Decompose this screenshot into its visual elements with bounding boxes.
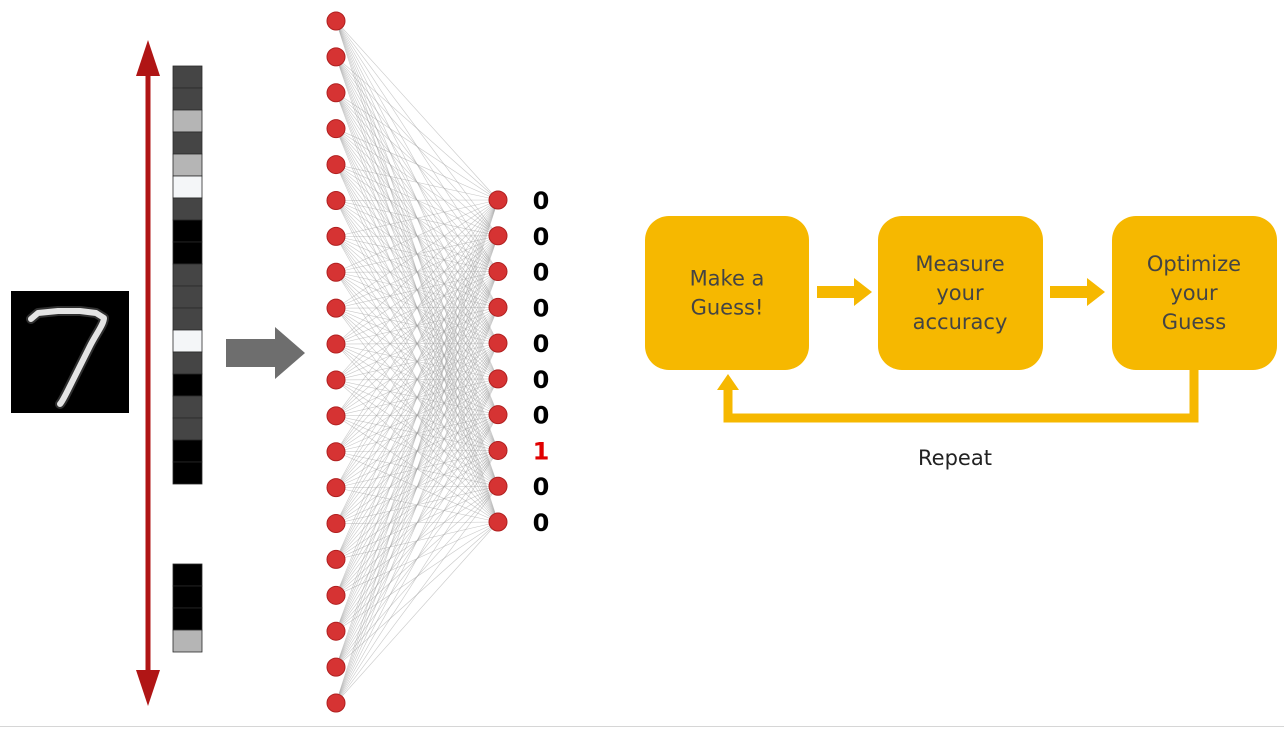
- output-labels: 0 0 0 0 0 0 0 1 0 0: [533, 187, 550, 537]
- output-node: [489, 513, 507, 531]
- input-node: [327, 622, 345, 640]
- flow-arrow-measure-to-optimize: [1050, 278, 1105, 306]
- output-label: 1: [533, 437, 550, 465]
- input-node: [327, 335, 345, 353]
- network-edges: [336, 21, 498, 703]
- output-node: [489, 298, 507, 316]
- input-layer: [327, 12, 345, 712]
- output-label: 0: [533, 294, 550, 322]
- vector-cell: [173, 586, 202, 608]
- output-label: 0: [533, 223, 550, 251]
- vector-cell: [173, 154, 202, 176]
- flow-arrow-guess-to-measure: [817, 278, 872, 306]
- output-layer: [489, 191, 507, 531]
- output-node: [489, 334, 507, 352]
- double-headed-arrow-icon: [136, 40, 160, 706]
- input-node: [327, 84, 345, 102]
- vector-cell: [173, 132, 202, 154]
- repeat-loop-arrow-head: [717, 374, 739, 390]
- network-edge: [336, 415, 498, 703]
- output-node: [489, 406, 507, 424]
- vector-cell: [173, 630, 202, 652]
- repeat-loop-arrow: [728, 370, 1194, 418]
- network-edge: [336, 200, 498, 667]
- output-node: [489, 191, 507, 209]
- flow-box-text-line: your: [936, 281, 984, 305]
- output-label: 0: [533, 402, 550, 430]
- dimension-arrow-head-bottom: [136, 670, 160, 706]
- vector-cell: [173, 88, 202, 110]
- vector-cell: [173, 66, 202, 88]
- vector-cell: [173, 440, 202, 462]
- input-vector-bottom: [173, 564, 202, 652]
- input-node: [327, 12, 345, 30]
- vector-cell: [173, 608, 202, 630]
- input-node: [327, 299, 345, 317]
- output-label: 0: [533, 366, 550, 394]
- vector-cell: [173, 242, 202, 264]
- flow-diagram: Make a Guess! Measure your accuracy Optimiz…: [645, 216, 1277, 470]
- flow-box-text-line: Optimize: [1147, 252, 1241, 276]
- flow-box-text-line: Measure: [915, 252, 1004, 276]
- input-node: [327, 694, 345, 712]
- input-node: [327, 443, 345, 461]
- output-label: 0: [533, 187, 550, 215]
- output-node: [489, 441, 507, 459]
- vector-cell: [173, 396, 202, 418]
- network-edge: [336, 236, 498, 703]
- input-vector-top: [173, 66, 202, 484]
- network-edge: [336, 57, 498, 200]
- right-arrow-icon: [226, 327, 305, 379]
- output-node: [489, 227, 507, 245]
- output-label: 0: [533, 330, 550, 358]
- input-node: [327, 120, 345, 138]
- network-edge: [336, 129, 498, 200]
- output-label: 0: [533, 259, 550, 287]
- vector-cell: [173, 330, 202, 352]
- output-node: [489, 263, 507, 281]
- vector-cell: [173, 308, 202, 330]
- flow-box-text-line: your: [1170, 281, 1218, 305]
- output-label: 0: [533, 473, 550, 501]
- input-node: [327, 227, 345, 245]
- output-node: [489, 370, 507, 388]
- input-node: [327, 191, 345, 209]
- input-node: [327, 371, 345, 389]
- vector-cell: [173, 374, 202, 396]
- vector-cell: [173, 462, 202, 484]
- bottom-divider: [0, 726, 1284, 727]
- network-edge: [336, 486, 498, 703]
- vector-cell: [173, 286, 202, 308]
- repeat-label: Repeat: [918, 446, 992, 470]
- flow-box-make-guess: [645, 216, 809, 370]
- flow-box-text-line: Guess: [1162, 310, 1226, 334]
- flow-box-text-line: accuracy: [913, 310, 1008, 334]
- input-node: [327, 586, 345, 604]
- vector-cell: [173, 418, 202, 440]
- input-node: [327, 156, 345, 174]
- dimension-arrow-head-top: [136, 40, 160, 76]
- vector-cell: [173, 176, 202, 198]
- flow-box-text-line: Make a: [690, 267, 765, 291]
- digit-image: [11, 291, 129, 413]
- input-node: [327, 515, 345, 533]
- output-node: [489, 477, 507, 495]
- input-node: [327, 658, 345, 676]
- vector-cell: [173, 110, 202, 132]
- flow-box-text-line: Guess!: [691, 296, 764, 320]
- vector-cell: [173, 220, 202, 242]
- vector-cell: [173, 564, 202, 586]
- vector-cell: [173, 352, 202, 374]
- input-node: [327, 407, 345, 425]
- input-node: [327, 479, 345, 497]
- vector-cell: [173, 264, 202, 286]
- input-node: [327, 550, 345, 568]
- output-label: 0: [533, 509, 550, 537]
- input-node: [327, 263, 345, 281]
- input-node: [327, 48, 345, 66]
- vector-cell: [173, 198, 202, 220]
